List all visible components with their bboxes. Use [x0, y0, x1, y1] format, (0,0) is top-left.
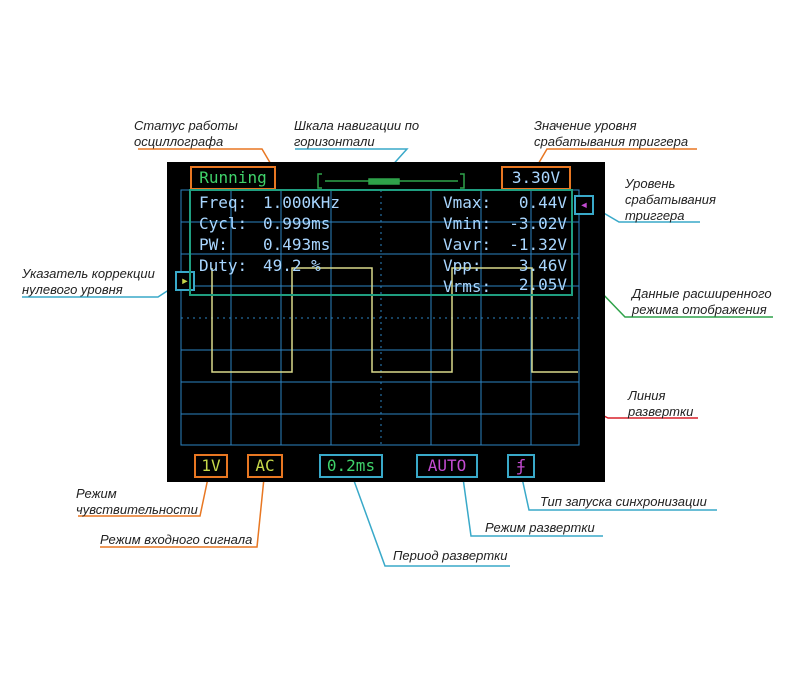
zero-marker-annotation: Указатель коррекции нулевого уровня	[22, 266, 155, 297]
sensitivity-annotation: Режим чувствительности	[76, 486, 198, 517]
vrms-value: 2.05V	[518, 275, 567, 294]
status-indicator: Running	[190, 166, 276, 190]
cycle-value: 0.999ms	[263, 214, 331, 233]
sweep-mode-leader	[462, 477, 603, 537]
input-mode-annotation: Режим входного сигнала	[100, 532, 253, 547]
volt-div-button[interactable]: 1V	[194, 454, 228, 478]
measurement-panel: Freq: 1.000KHz Cycl: 0.999ms PW: 0.493ms…	[189, 189, 573, 296]
nav-scale-annotation: Шкала навигации по горизонтали	[294, 118, 420, 149]
sweep-mode-button[interactable]: AUTO	[416, 454, 478, 478]
trigger-level-value-annotation: Значение уровня срабатывания триггера	[534, 118, 689, 149]
sync-type-annotation: Тип запуска синхронизации	[540, 494, 707, 509]
vmin-value: -3.02V	[509, 214, 567, 233]
nav-scale	[317, 173, 465, 189]
time-div-button[interactable]: 0.2ms	[319, 454, 383, 478]
duty-label: Duty:	[199, 256, 248, 275]
extended-data-annotation: Данные расширенного режима отображения	[632, 286, 772, 317]
sweep-period-annotation: Период развертки	[393, 548, 508, 563]
scope-grid	[180, 189, 580, 446]
nav-scale-left-bracket	[317, 173, 322, 189]
cycle-label: Cycl:	[199, 214, 248, 233]
sync-type-leader	[521, 477, 717, 511]
nav-scale-thumb	[368, 178, 400, 185]
trigger-level-marker[interactable]: ◂	[574, 195, 594, 215]
coupling-button[interactable]: AC	[247, 454, 283, 478]
trigger-edge-button[interactable]: ʄ	[507, 454, 535, 478]
sweep-mode-annotation: Режим развертки	[485, 520, 595, 535]
pw-label: PW:	[199, 235, 228, 254]
input-mode-leader	[100, 477, 265, 548]
status-annotation: Статус работы осциллографа	[134, 118, 238, 149]
vpp-value: 3.46V	[518, 256, 567, 275]
sensitivity-leader	[78, 477, 209, 517]
vmax-value: 0.44V	[518, 193, 567, 212]
nav-scale-right-bracket	[460, 173, 465, 189]
trigger-value-box: 3.30V	[501, 166, 571, 190]
vavr-value: -1.32V	[509, 235, 567, 254]
vavr-label: Vavr:	[443, 235, 492, 254]
freq-label: Freq:	[199, 193, 248, 212]
sweep-period-leader	[352, 477, 510, 567]
freq-value: 1.000KHz	[263, 193, 341, 212]
trigger-value-leader	[536, 148, 697, 167]
duty-value: 49.2 %	[263, 256, 321, 275]
sweep-line-annotation: Линия развертки	[628, 388, 694, 419]
vmax-label: Vmax:	[443, 193, 492, 212]
pw-value: 0.493ms	[263, 235, 331, 254]
vpp-label: Vpp:	[443, 256, 482, 275]
status-leader	[138, 148, 273, 167]
vrms-label: Vrms:	[443, 277, 492, 296]
signal-trace	[211, 267, 578, 373]
trigger-level-annotation: Уровень срабатывания триггера	[625, 176, 716, 223]
vmin-label: Vmin:	[443, 214, 492, 233]
